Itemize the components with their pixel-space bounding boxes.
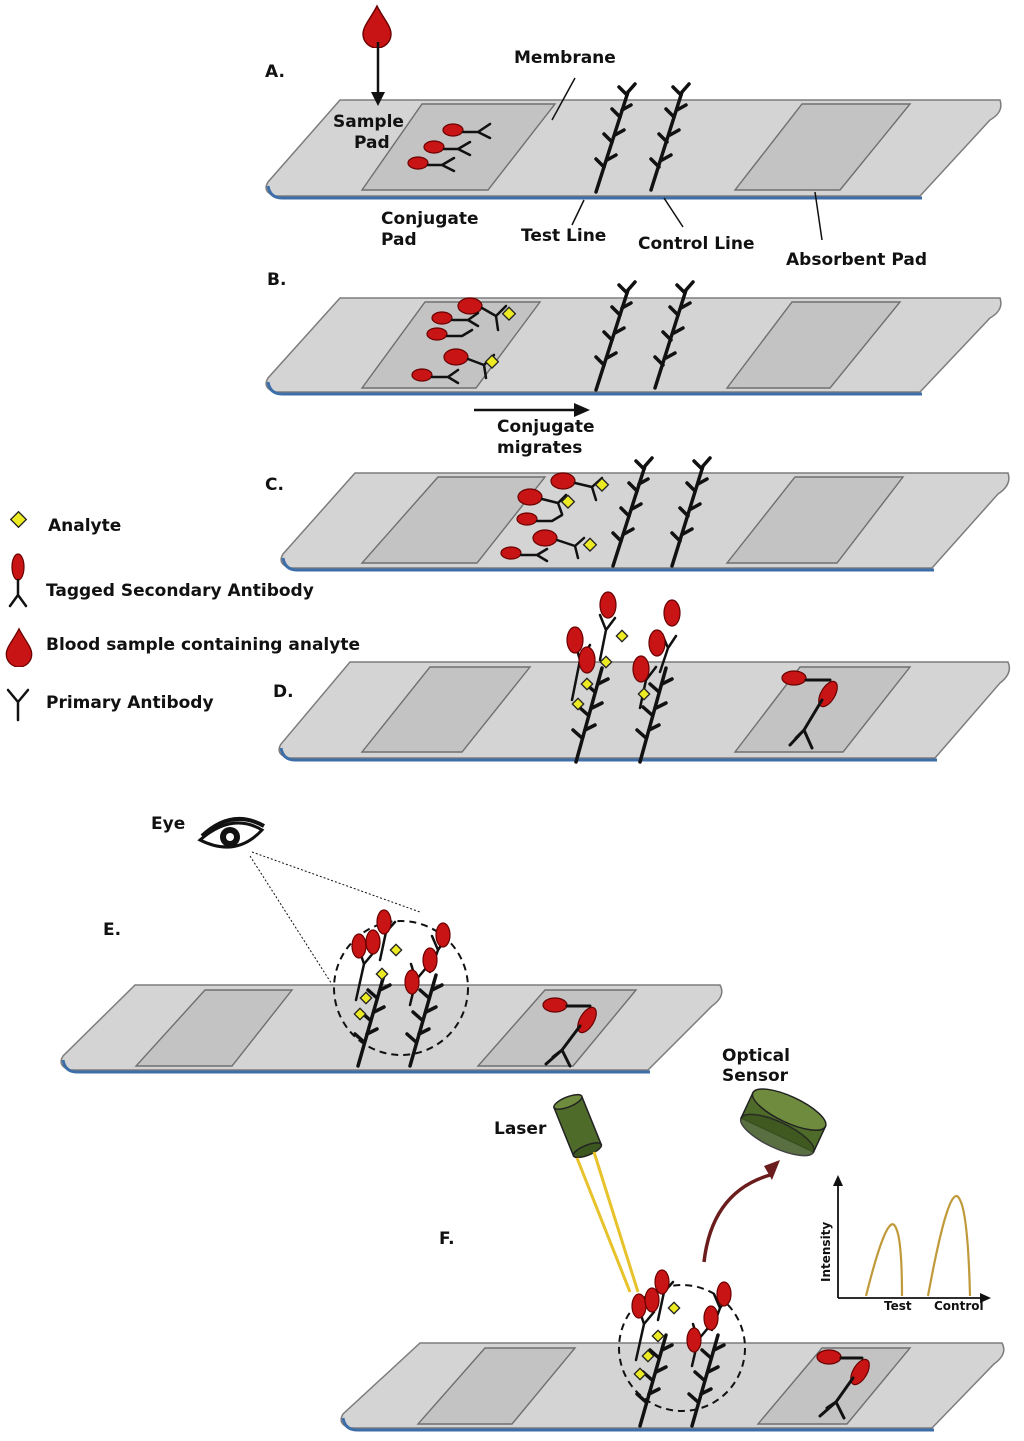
legend: Analyte Tagged Secondary Antibody Blood …	[5, 510, 360, 722]
zoom-circle	[333, 920, 469, 1056]
signal-arrow	[702, 1160, 780, 1263]
control-capture-d	[781, 670, 838, 750]
legend-analyte: Analyte	[9, 510, 121, 536]
graph-x-test: Test	[884, 1299, 912, 1313]
optical-sensor-label-2: Sensor	[722, 1066, 789, 1086]
control-line-label: Control Line	[638, 234, 755, 254]
legend-blood-sample-label: Blood sample containing analyte	[46, 635, 360, 655]
legend-analyte-label: Analyte	[48, 516, 121, 536]
control-capture-e	[542, 997, 597, 1068]
blood-drop-icon	[362, 5, 392, 48]
tagged-antibody-icon	[8, 553, 28, 608]
control-line-c	[670, 456, 712, 568]
legend-blood-sample: Blood sample containing analyte	[5, 628, 360, 667]
legend-primary-antibody-label: Primary Antibody	[46, 693, 214, 713]
test-line-d	[566, 591, 629, 764]
control-capture-f	[816, 1349, 870, 1420]
strip-b	[265, 297, 1002, 396]
membrane-label: Membrane	[514, 48, 616, 68]
panel-c: C.	[265, 456, 1010, 572]
migration-label-1: Conjugate	[497, 417, 594, 437]
test-line-b	[594, 280, 637, 392]
intensity-graph: Intensity Test Control	[819, 1175, 991, 1313]
sight-lines	[249, 851, 421, 1001]
sample-arrow	[371, 42, 385, 106]
strip-e	[60, 984, 723, 1074]
test-line-f	[631, 1269, 681, 1428]
legend-tagged-antibody-label: Tagged Secondary Antibody	[46, 581, 314, 601]
optical-sensor-icon	[739, 1088, 827, 1157]
absorbent-pad-pointer	[814, 191, 823, 241]
panel-c-label: C.	[265, 475, 284, 495]
panel-a: A.	[265, 5, 1002, 270]
control-peak	[926, 1194, 972, 1297]
test-line-e	[351, 909, 403, 1068]
panel-b-label: B.	[267, 270, 286, 290]
eye-icon	[197, 817, 265, 849]
sample-pad-label-2: Pad	[354, 133, 390, 153]
conjugate-pad	[360, 103, 557, 191]
test-peak	[864, 1223, 904, 1297]
sample-pad-label-1: Sample	[333, 112, 404, 132]
test-line	[594, 82, 637, 194]
blood-drop-icon	[5, 628, 33, 667]
test-line-pointer	[571, 199, 585, 226]
panel-f: F. Laser Optical Sensor	[340, 1046, 1005, 1432]
eye-label: Eye	[151, 814, 185, 834]
legend-primary-antibody: Primary Antibody	[6, 688, 214, 722]
membrane-pointer	[551, 77, 576, 121]
conjugate-complexes-b	[411, 297, 517, 385]
migration-arrow	[474, 403, 590, 417]
control-line-pointer	[663, 197, 684, 228]
strip-c	[280, 472, 1010, 572]
conjugate-pad-label-2: Pad	[381, 230, 417, 250]
panel-e-label: E.	[103, 920, 121, 940]
panel-b: B. Conjugate migrates	[265, 270, 1002, 458]
panel-d: D.	[273, 591, 1011, 764]
tagged-antibodies-a	[407, 122, 492, 173]
migration-label-2: migrates	[497, 438, 582, 458]
panel-e: E. Eye	[60, 814, 723, 1074]
strip-f	[340, 1342, 1005, 1432]
primary-antibody-icon	[6, 688, 30, 722]
conjugate-complexes-c	[500, 472, 610, 563]
conjugate-pad-label-1: Conjugate	[381, 209, 478, 229]
panel-a-label: A.	[265, 62, 285, 82]
zoom-circle	[618, 1284, 746, 1412]
laser-label: Laser	[494, 1119, 547, 1139]
panel-f-label: F.	[439, 1229, 455, 1249]
test-line-label: Test Line	[521, 226, 606, 246]
analyte-icon	[9, 510, 28, 529]
control-line-d	[632, 599, 681, 764]
legend-tagged-antibody: Tagged Secondary Antibody	[8, 553, 314, 608]
control-line	[649, 82, 691, 192]
control-line-e	[404, 922, 451, 1068]
graph-ylabel: Intensity	[819, 1222, 833, 1282]
optical-sensor-label-1: Optical	[722, 1046, 790, 1066]
control-line-b	[653, 280, 695, 390]
panel-d-label: D.	[273, 682, 294, 702]
control-line-f	[686, 1281, 732, 1428]
graph-x-control: Control	[934, 1299, 984, 1313]
absorbent-pad-label: Absorbent Pad	[786, 250, 927, 270]
absorbent-pad	[733, 103, 912, 191]
laser-icon	[553, 1093, 603, 1159]
test-line-c	[611, 456, 654, 568]
laser-beam	[575, 1151, 640, 1293]
